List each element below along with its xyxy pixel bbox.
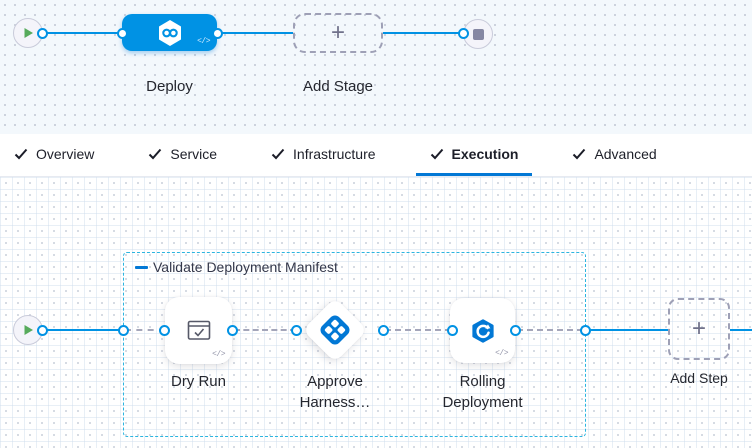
- step-label-line: Dry Run: [170, 373, 226, 390]
- step-group-header[interactable]: Validate Deployment Manifest: [135, 259, 338, 275]
- step-node-dry-run[interactable]: </>: [165, 297, 232, 364]
- stage-label-deploy: Deploy: [146, 78, 193, 95]
- step-label-line: Rolling: [459, 373, 506, 390]
- collapse-dash-icon[interactable]: [135, 265, 148, 269]
- step-label-approve: Approve Harness…: [295, 371, 375, 413]
- stage-config-tabs: Overview Service Infrastructure Executio…: [0, 134, 752, 177]
- tab-overview[interactable]: Overview: [0, 134, 108, 176]
- check-icon: [430, 148, 443, 159]
- connector-line: [586, 329, 668, 331]
- execution-canvas: Validate Deployment Manifest </> Dry Run: [0, 177, 752, 448]
- connector-dot[interactable]: [212, 28, 223, 39]
- code-view-icon[interactable]: </>: [495, 349, 508, 358]
- add-stage-label: Add Stage: [302, 78, 374, 95]
- check-icon: [573, 148, 586, 159]
- tab-advanced[interactable]: Advanced: [558, 134, 670, 176]
- plus-icon: +: [691, 315, 706, 342]
- dry-run-icon: [187, 320, 210, 340]
- connector-dot[interactable]: [580, 325, 591, 336]
- step-label-rolling-deployment: Rolling Deployment: [435, 371, 530, 413]
- play-icon: [24, 325, 33, 335]
- connector-dot[interactable]: [378, 325, 389, 336]
- connector-dot[interactable]: [291, 325, 302, 336]
- step-label-line: Harness…: [299, 394, 371, 411]
- step-group-title: Validate Deployment Manifest: [153, 259, 338, 275]
- play-icon: [24, 28, 33, 38]
- connector-line: [42, 31, 123, 34]
- connector-dot[interactable]: [159, 325, 170, 336]
- connector-line: [730, 329, 752, 331]
- check-icon: [149, 148, 162, 159]
- connector-dot[interactable]: [510, 325, 521, 336]
- tab-label: Advanced: [594, 145, 657, 162]
- add-step-label: Add Step: [670, 370, 728, 386]
- step-label-dry-run: Dry Run: [165, 371, 232, 392]
- check-icon: [14, 148, 28, 159]
- tab-label: Overview: [36, 145, 95, 162]
- code-view-icon[interactable]: </>: [197, 37, 210, 46]
- connector-line: [234, 329, 296, 331]
- connector-dot[interactable]: [117, 28, 128, 39]
- harness-pipeline-icon: [158, 19, 181, 46]
- tab-execution[interactable]: Execution: [415, 134, 533, 176]
- connector-line: [385, 329, 451, 331]
- check-icon: [271, 148, 285, 159]
- tab-service[interactable]: Service: [134, 134, 231, 176]
- add-step-button[interactable]: +: [668, 298, 730, 360]
- plus-icon: +: [330, 19, 345, 46]
- tab-label: Infrastructure: [293, 145, 376, 162]
- connector-dot[interactable]: [37, 28, 48, 39]
- connector-dot[interactable]: [447, 325, 458, 336]
- step-node-rolling-deployment[interactable]: </>: [450, 298, 515, 363]
- stop-icon: [472, 28, 484, 40]
- step-group-box[interactable]: [123, 252, 586, 437]
- connector-dot[interactable]: [118, 325, 129, 336]
- connector-dot[interactable]: [37, 325, 48, 336]
- step-label-line: Deployment: [442, 394, 523, 411]
- add-stage-button[interactable]: +: [293, 13, 383, 53]
- connector-dot[interactable]: [458, 28, 469, 39]
- connector-line: [383, 31, 464, 34]
- connector-line: [217, 31, 293, 34]
- connector-line: [517, 329, 583, 331]
- code-view-icon[interactable]: </>: [212, 350, 225, 359]
- tab-label: Execution: [451, 145, 519, 162]
- stage-canvas: </> Deploy + Add Stage: [0, 0, 752, 134]
- tab-label: Service: [170, 145, 218, 162]
- connector-dot[interactable]: [227, 325, 238, 336]
- stage-node-deploy[interactable]: </>: [122, 14, 217, 51]
- connector-line: [125, 329, 165, 331]
- tab-infrastructure[interactable]: Infrastructure: [257, 134, 389, 176]
- rolling-deployment-icon: [471, 318, 494, 343]
- step-label-line: Approve: [307, 373, 363, 390]
- connector-line: [42, 329, 123, 331]
